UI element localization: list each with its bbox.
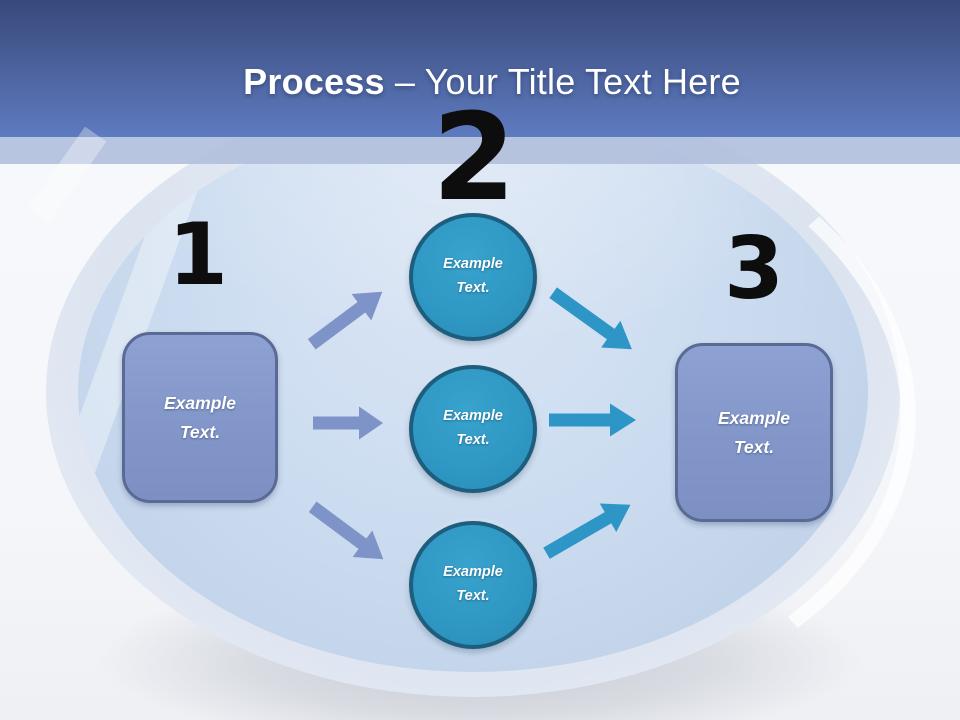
step2-circle-middle-line1: Example bbox=[443, 408, 503, 425]
step1-box-label-line1: Example bbox=[164, 392, 236, 413]
step1-box: Example Text. bbox=[122, 332, 278, 503]
arrow-box1-to-circle-bottom bbox=[308, 501, 384, 560]
step2-circle-top-line1: Example bbox=[443, 256, 503, 273]
header-bar: Process – Your Title Text Here bbox=[0, 0, 960, 137]
step3-box: Example Text. bbox=[675, 343, 833, 522]
arrow-polygon bbox=[307, 291, 383, 350]
step2-circle-middle: Example Text. bbox=[409, 365, 537, 493]
arrow-circle-bottom-to-box3 bbox=[543, 503, 631, 559]
slide-title-keyword: Process bbox=[243, 60, 385, 102]
arrow-circle-top-to-box3 bbox=[549, 287, 632, 350]
step2-circle-bottom-line1: Example bbox=[443, 564, 503, 581]
arrow-polygon bbox=[313, 406, 383, 440]
step3-box-label: Example Text. bbox=[718, 404, 790, 462]
step2-circle-bottom-line2: Text. bbox=[456, 588, 490, 604]
step3-box-label-line2: Text. bbox=[733, 436, 775, 457]
step2-circle-bottom: Example Text. bbox=[409, 521, 537, 649]
arrow-box1-to-circle-top bbox=[307, 291, 383, 350]
step2-circle-middle-label: Example Text. bbox=[443, 405, 503, 453]
arrow-box1-to-circle-middle bbox=[313, 406, 383, 440]
arrow-polygon bbox=[308, 501, 384, 560]
arrow-polygon bbox=[549, 403, 636, 437]
step2-circle-bottom-label: Example Text. bbox=[443, 561, 503, 609]
arrow-polygon bbox=[549, 287, 632, 350]
step2-circle-middle-line2: Text. bbox=[456, 432, 490, 448]
step2-circle-top: Example Text. bbox=[409, 213, 537, 341]
step2-circle-top-label: Example Text. bbox=[443, 253, 503, 301]
step-number-1: 1 bbox=[168, 205, 228, 305]
slide-title-subtitle: – Your Title Text Here bbox=[394, 60, 741, 102]
step-number-2: 2 bbox=[432, 89, 516, 228]
step-number-3: 3 bbox=[724, 219, 784, 319]
slide-title: Process – Your Title Text Here bbox=[219, 35, 741, 103]
arrow-circle-middle-to-box3 bbox=[549, 403, 636, 437]
arrow-polygon bbox=[543, 503, 631, 559]
header-accent-band bbox=[0, 137, 960, 164]
step2-circle-top-line2: Text. bbox=[456, 280, 490, 296]
step1-box-label: Example Text. bbox=[164, 389, 236, 447]
step3-box-label-line1: Example bbox=[718, 407, 790, 428]
step1-box-label-line2: Text. bbox=[179, 421, 221, 442]
